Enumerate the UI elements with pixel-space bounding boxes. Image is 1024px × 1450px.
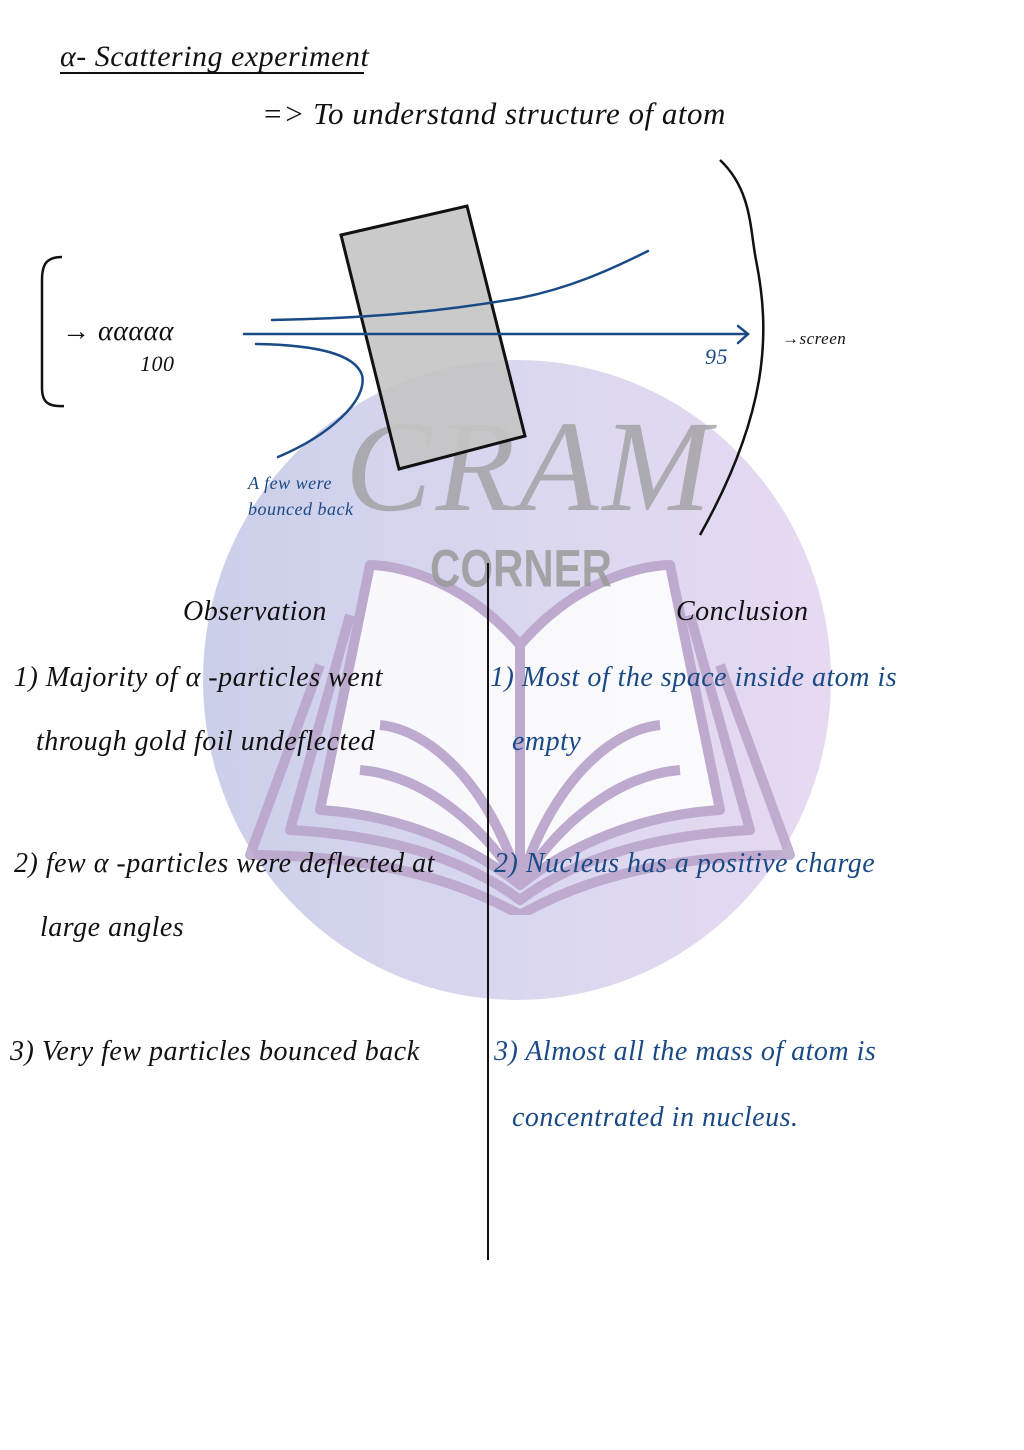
deflected-ray xyxy=(270,249,650,322)
screen-label: →screen xyxy=(782,329,847,348)
watermark-brand-corner: CORNER xyxy=(430,539,613,598)
gold-foil xyxy=(339,204,527,471)
column-divider xyxy=(487,563,489,1260)
observation-item-1-line2: through gold foil undeflected xyxy=(36,726,376,757)
observation-item-3-line1: 3) Very few particles bounced back xyxy=(10,1036,420,1067)
screen-arc xyxy=(698,159,765,536)
observation-item-1-line1: 1) Majority of α -particles went xyxy=(14,662,383,693)
ray-arrowhead xyxy=(736,324,750,345)
conclusion-item-3-line1: 3) Almost all the mass of atom is xyxy=(494,1036,877,1067)
bounced-ray xyxy=(254,342,364,459)
title-underline xyxy=(60,72,364,74)
bounced-note-line1: A few were xyxy=(248,473,332,493)
alpha-source-label: → ααααα xyxy=(62,316,174,347)
observation-item-2-line1: 2) few α -particles were deflected at xyxy=(14,848,435,879)
source-bracket xyxy=(40,255,65,408)
bounced-back-note: A few were bounced back xyxy=(248,470,353,522)
undeflected-count: 95 xyxy=(705,344,728,369)
conclusion-heading: Conclusion xyxy=(676,596,809,627)
scattering-diagram xyxy=(40,159,765,536)
conclusion-item-2-line1: 2) Nucleus has a positive charge xyxy=(494,848,876,879)
alpha-source-count: 100 xyxy=(140,351,175,376)
page-title: α- Scattering experiment xyxy=(60,40,370,73)
conclusion-item-1-line1: 1) Most of the space inside atom is xyxy=(490,662,898,693)
page-subtitle: => To understand structure of atom xyxy=(262,96,726,131)
conclusion-item-3-line2: concentrated in nucleus. xyxy=(512,1102,799,1133)
observation-item-2-line2: large angles xyxy=(40,912,185,943)
observation-heading: Observation xyxy=(183,596,327,627)
open-book-watermark-icon xyxy=(245,560,795,915)
bounced-note-line2: bounced back xyxy=(248,499,354,519)
conclusion-item-1-line2: empty xyxy=(512,726,582,757)
